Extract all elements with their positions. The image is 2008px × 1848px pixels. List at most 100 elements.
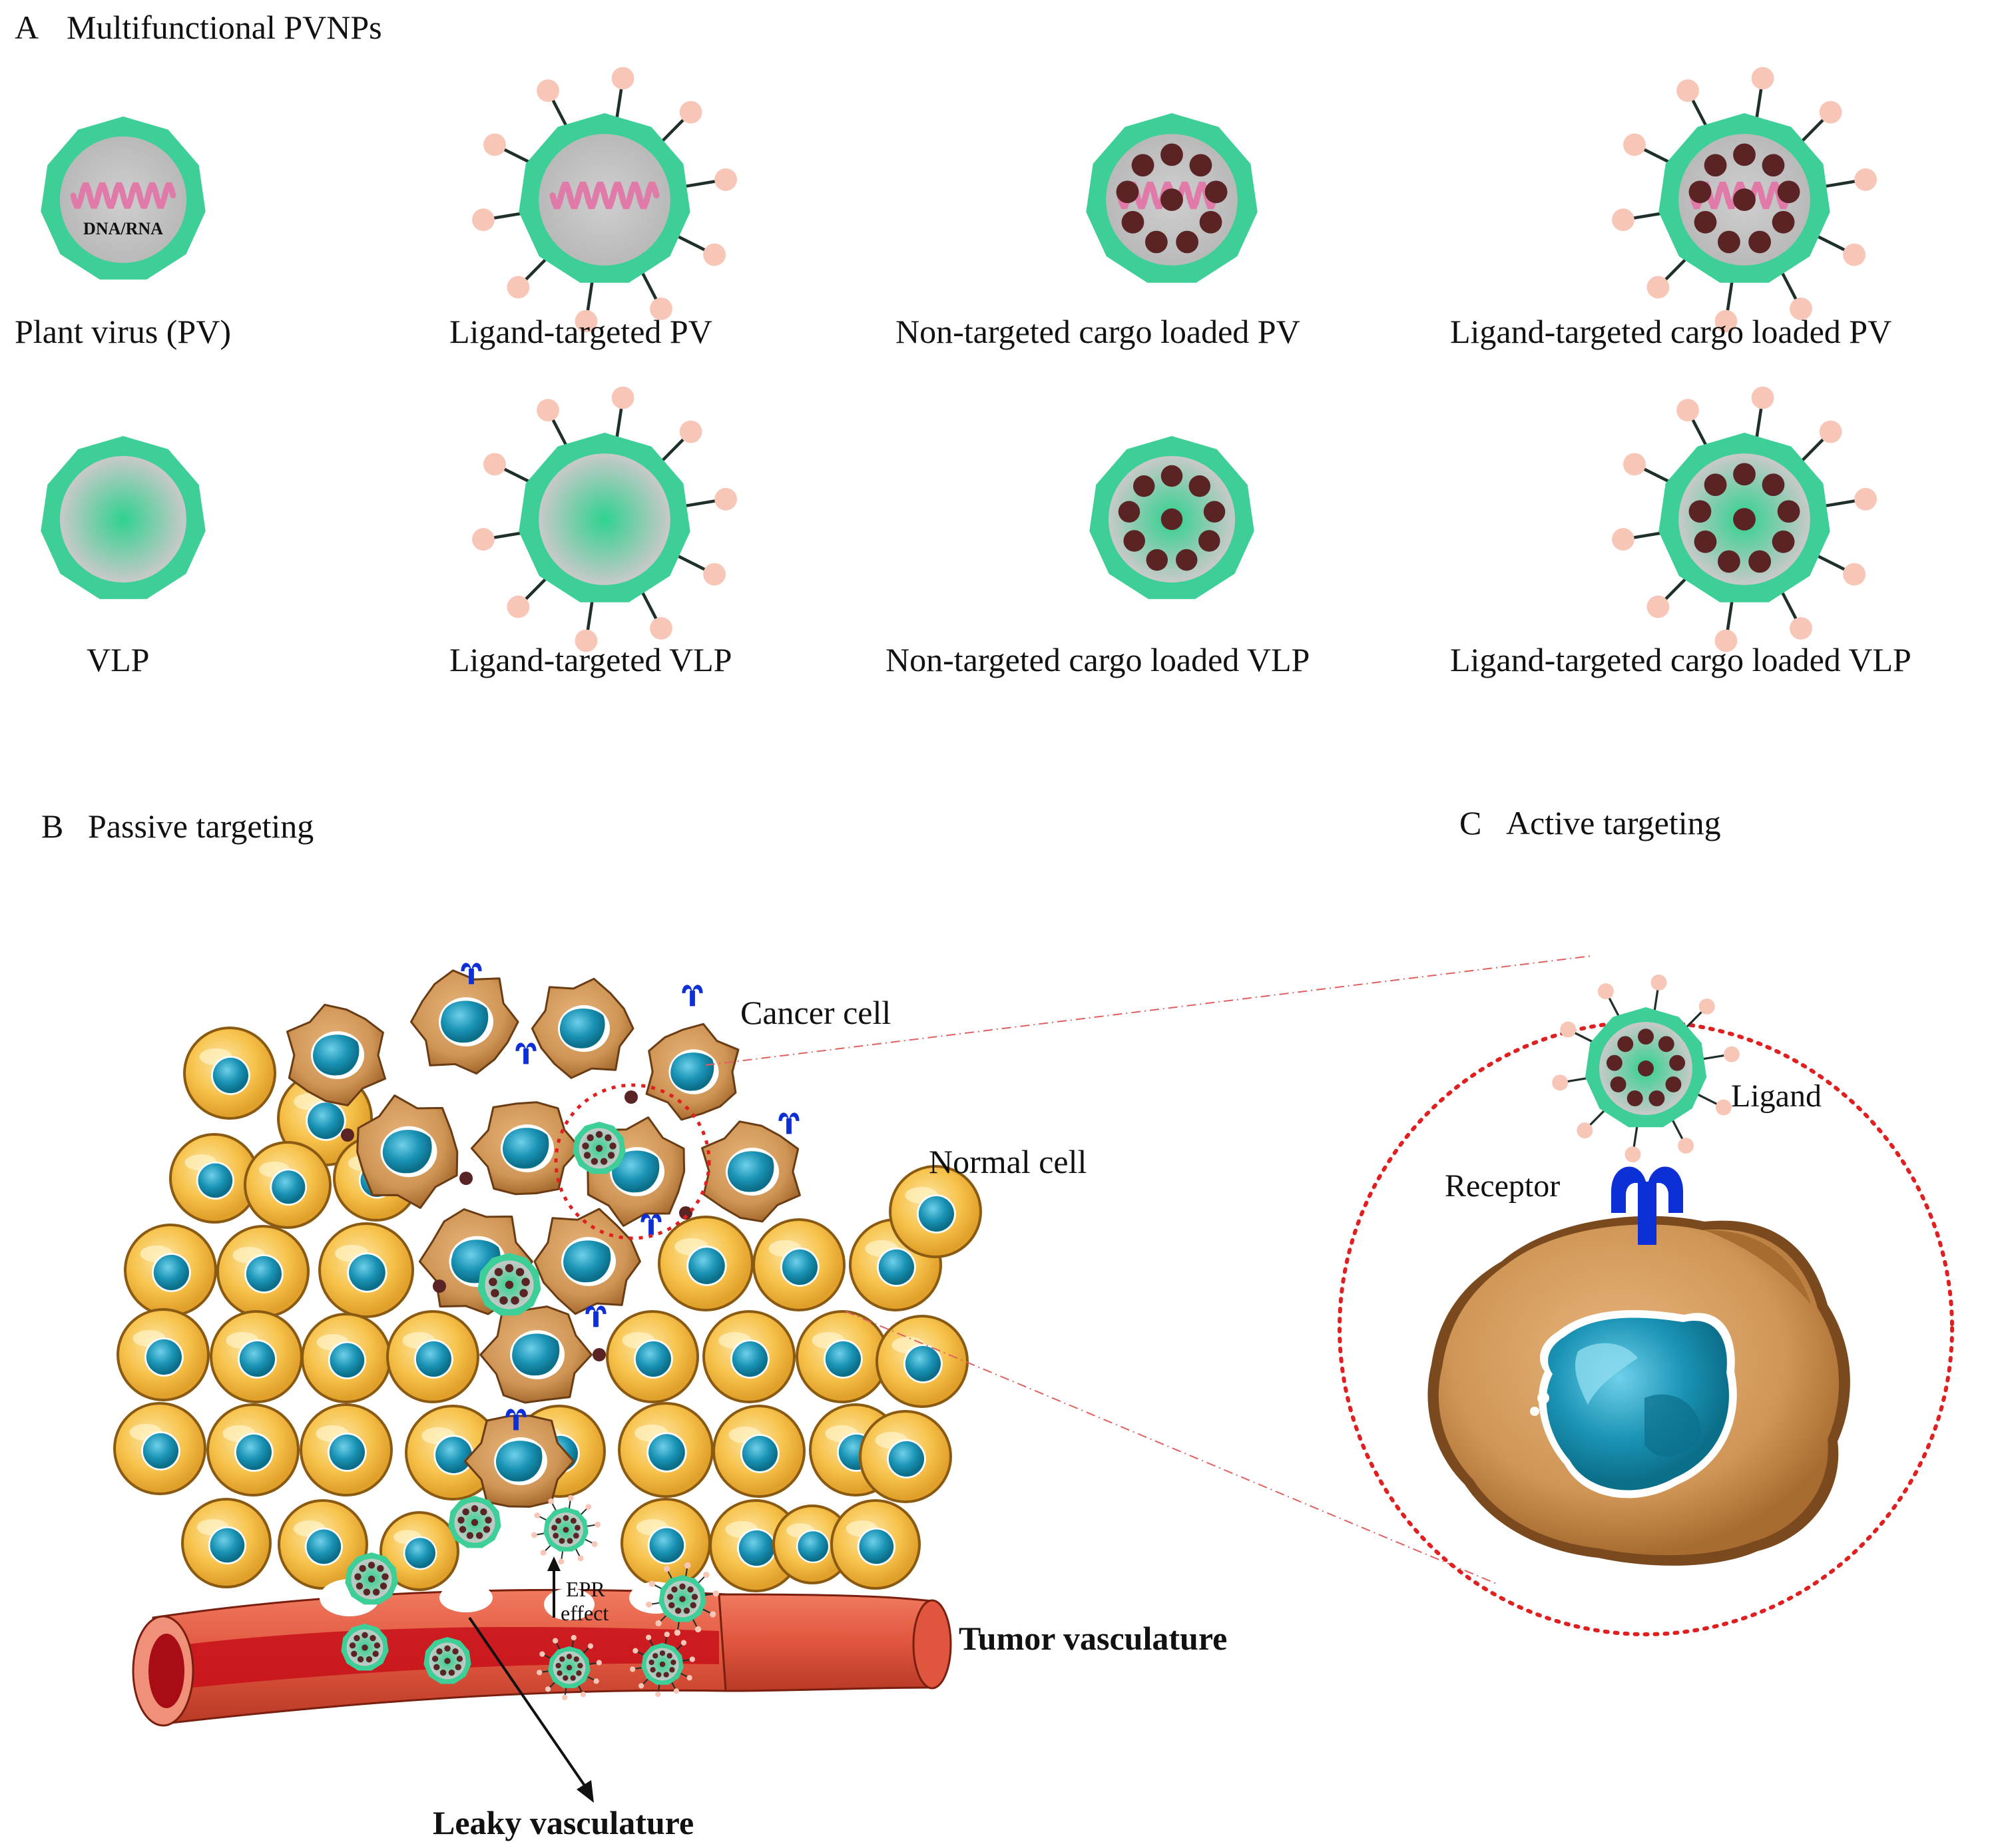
ligand-head bbox=[1843, 243, 1866, 266]
vessel-nanoparticle bbox=[423, 1637, 471, 1684]
cargo-molecule bbox=[663, 1672, 669, 1678]
panel-b-title: Passive targeting bbox=[88, 808, 314, 845]
ligand-head bbox=[540, 1549, 547, 1556]
cargo-molecule bbox=[687, 1586, 694, 1593]
ligand-stem bbox=[549, 1681, 556, 1688]
ligand-head bbox=[686, 1675, 692, 1681]
normal-cell bbox=[379, 1511, 459, 1591]
ligand-stem bbox=[524, 577, 548, 600]
ligand-stem bbox=[685, 1568, 688, 1577]
plant-virus-particle bbox=[41, 116, 206, 280]
nucleus bbox=[918, 1196, 954, 1232]
free-cargo-dot bbox=[459, 1172, 473, 1185]
ligand-stem bbox=[541, 1670, 550, 1673]
nucleus bbox=[441, 1001, 489, 1043]
ligand-stem bbox=[1780, 272, 1798, 301]
panel-b-letter: B bbox=[41, 808, 63, 845]
cargo-molecule bbox=[1123, 530, 1145, 552]
cargo-molecule bbox=[559, 1656, 565, 1662]
cargo-molecule bbox=[499, 1296, 508, 1305]
ligand-stem bbox=[615, 88, 623, 119]
ligand-head bbox=[562, 1694, 568, 1701]
ligand-stem bbox=[654, 1584, 662, 1590]
receptor-arm bbox=[596, 1305, 607, 1317]
cargo-molecule bbox=[511, 1296, 519, 1305]
ligand-stem bbox=[1632, 1126, 1638, 1148]
cargo-molecule bbox=[363, 1588, 371, 1596]
cargo-molecule bbox=[377, 1564, 384, 1572]
ligand-head bbox=[1790, 297, 1812, 320]
cargo-molecule bbox=[559, 1538, 565, 1544]
nucleus bbox=[312, 1035, 360, 1076]
tissue-nanoparticle bbox=[345, 1552, 398, 1605]
cargo-molecule bbox=[1762, 473, 1785, 497]
cargo-molecule bbox=[354, 1573, 362, 1580]
ligand-stem bbox=[493, 531, 524, 539]
cargo-molecule bbox=[1132, 475, 1155, 497]
cargo-molecule bbox=[381, 1573, 389, 1580]
tissue-nanoparticle bbox=[477, 1253, 541, 1316]
cargo-molecule bbox=[666, 1594, 674, 1600]
ligand-stem bbox=[493, 211, 524, 220]
panel-c: C Active targeting Receptor Ligand bbox=[1338, 804, 1954, 1636]
leaky-vasculature-label: Leaky vasculature bbox=[433, 1804, 694, 1841]
cancer-cell bbox=[531, 977, 634, 1079]
ligand-stem bbox=[1702, 1054, 1725, 1060]
nucleus bbox=[198, 1163, 233, 1198]
ligand-head bbox=[1751, 67, 1774, 90]
ligand-head bbox=[630, 1666, 636, 1672]
zoom-line-bottom bbox=[845, 1311, 1499, 1585]
ligand-targeted-vlp-large bbox=[1552, 974, 1740, 1163]
cargo-molecule bbox=[1733, 143, 1756, 166]
ligand-head bbox=[638, 1683, 644, 1689]
cargo-molecule bbox=[563, 1514, 569, 1521]
ligand-stem bbox=[1664, 577, 1688, 600]
ligand-head bbox=[1723, 1046, 1740, 1062]
cargo-molecule bbox=[652, 1653, 658, 1659]
ligand-stem bbox=[698, 1576, 705, 1584]
nucleus bbox=[563, 1240, 611, 1283]
cargo-molecule bbox=[505, 1280, 514, 1289]
cargo-molecule bbox=[436, 1648, 443, 1655]
cancer-cell bbox=[410, 969, 519, 1075]
cargo-molecule bbox=[566, 1654, 573, 1660]
ligand-stem bbox=[1726, 600, 1734, 631]
ligand-stem bbox=[1608, 997, 1621, 1018]
cargo-molecule bbox=[1610, 1076, 1627, 1092]
ligand-stem bbox=[1825, 180, 1856, 188]
ligand-head bbox=[650, 616, 672, 640]
cancer-cell bbox=[286, 1003, 386, 1106]
cargo-molecule bbox=[1658, 1036, 1674, 1052]
genome-strand bbox=[549, 181, 660, 210]
ligand-stem bbox=[704, 1593, 714, 1596]
cargo-molecule bbox=[563, 1526, 569, 1533]
ligand-head bbox=[587, 1643, 594, 1649]
ligand-head bbox=[1678, 1138, 1694, 1154]
ligand-head bbox=[703, 1571, 710, 1578]
ligand-head bbox=[655, 1620, 662, 1627]
ligand-stem bbox=[1801, 118, 1825, 142]
cargo-molecule bbox=[650, 1667, 656, 1673]
nucleus bbox=[329, 1434, 365, 1471]
normal-cell bbox=[210, 1310, 303, 1403]
cargo-molecule bbox=[1772, 530, 1795, 553]
large-cancer-cell bbox=[1427, 1216, 1850, 1566]
ligand-head bbox=[1714, 310, 1738, 333]
normal-cell bbox=[301, 1313, 391, 1403]
cargo-molecule bbox=[563, 1675, 569, 1681]
receptor-stem bbox=[593, 1311, 599, 1327]
receptor-stem bbox=[513, 1415, 519, 1431]
ligand-stem bbox=[571, 1640, 575, 1648]
ligand-stem bbox=[568, 1501, 571, 1509]
tissue-nanoparticle bbox=[645, 1562, 720, 1636]
ligand-stem bbox=[637, 1651, 645, 1656]
cargo-molecule bbox=[1733, 188, 1756, 211]
ligand-stem bbox=[545, 1544, 552, 1552]
ligand-head bbox=[567, 1495, 574, 1501]
ligand-stem bbox=[1780, 591, 1798, 620]
pvnp-label-plant-virus: Plant virus (PV) bbox=[15, 313, 231, 350]
ligand-stem bbox=[503, 148, 532, 164]
ligand-head bbox=[552, 1638, 559, 1644]
cancer-cell-label: Cancer cell bbox=[740, 994, 891, 1031]
